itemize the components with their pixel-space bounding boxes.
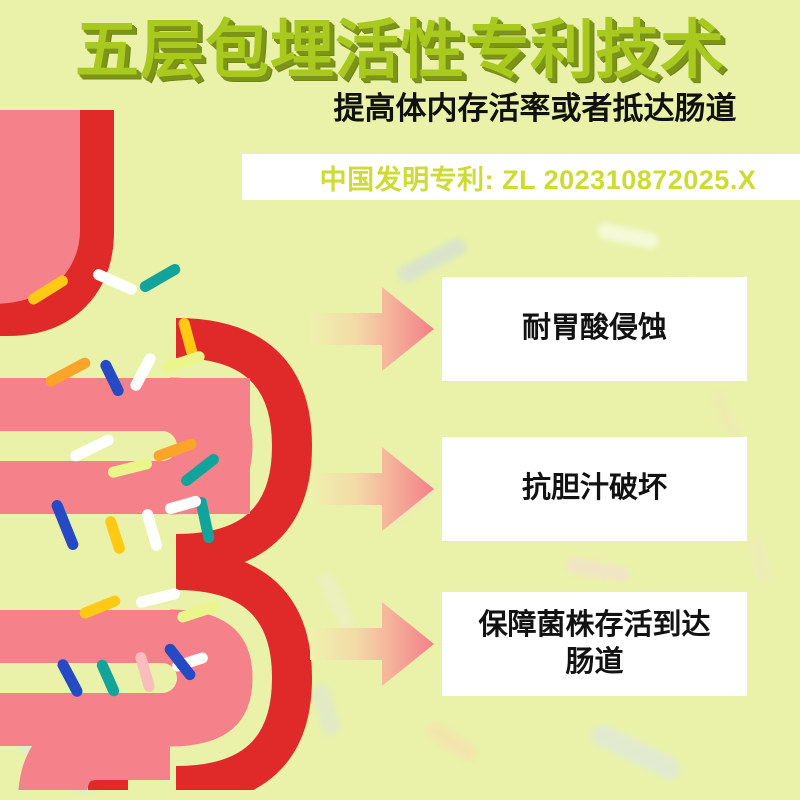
feature-row-acid-resistance: 耐胃酸侵蚀	[310, 277, 747, 381]
probiotic-capsule	[161, 351, 205, 373]
arrow-icon	[310, 277, 435, 381]
background-capsule	[747, 534, 773, 586]
probiotic-capsule	[164, 643, 196, 681]
probiotic-capsule	[139, 264, 181, 292]
patent-banner: 中国发明专利: ZL 202310872025.X	[242, 154, 800, 200]
probiotic-capsule	[142, 509, 162, 551]
probiotic-capsule	[51, 500, 79, 550]
background-capsule	[564, 556, 632, 584]
probiotic-capsule	[45, 357, 91, 387]
probiotic-capsule	[57, 659, 83, 697]
probiotic-capsule	[100, 359, 124, 397]
arrow-icon	[310, 437, 435, 541]
probiotic-capsule	[96, 659, 120, 697]
feature-box-bile-resistance: 抗胆汁破坏	[442, 437, 747, 541]
feature-box-intestine-survival: 保障菌株存活到达 肠道	[442, 592, 747, 696]
background-capsule	[422, 718, 482, 766]
feature-label: 保障菌株存活到达 肠道	[478, 608, 711, 678]
probiotic-capsule	[136, 588, 180, 608]
patent-number-label: 中国发明专利: ZL 202310872025.X	[319, 164, 757, 195]
background-capsule	[588, 721, 684, 783]
feature-row-bile-resistance: 抗胆汁破坏	[310, 437, 747, 541]
probiotic-capsule	[165, 495, 201, 515]
page-title: 五层包埋活性专利技术	[75, 14, 725, 86]
page-subtitle: 提高体内存活率或者抵达肠道	[333, 91, 737, 126]
background-capsule	[596, 221, 660, 251]
feature-box-acid-resistance: 耐胃酸侵蚀	[442, 277, 747, 381]
feature-row-intestine-survival: 保障菌株存活到达 肠道	[310, 592, 747, 696]
probiotic-capsule	[93, 269, 137, 295]
probiotic-capsule	[181, 454, 219, 486]
intestine-top-elbow	[0, 110, 114, 336]
probiotic-capsule	[28, 275, 68, 305]
intestine-bottom-elbow	[18, 712, 170, 790]
probiotic-capsule	[130, 353, 156, 391]
probiotic-capsule	[79, 595, 121, 619]
probiotic-capsule	[177, 601, 219, 623]
probiotic-capsule	[105, 516, 125, 554]
probiotic-capsule	[195, 496, 215, 544]
feature-label: 抗胆汁破坏	[521, 472, 667, 505]
probiotic-capsule	[135, 652, 155, 692]
arrow-icon	[310, 592, 435, 696]
intestine-illustration	[0, 110, 360, 790]
probiotic-capsule	[178, 318, 198, 358]
probiotic-capsule	[70, 434, 114, 462]
probiotic-capsule	[153, 438, 197, 462]
feature-label: 耐胃酸侵蚀	[521, 312, 667, 345]
